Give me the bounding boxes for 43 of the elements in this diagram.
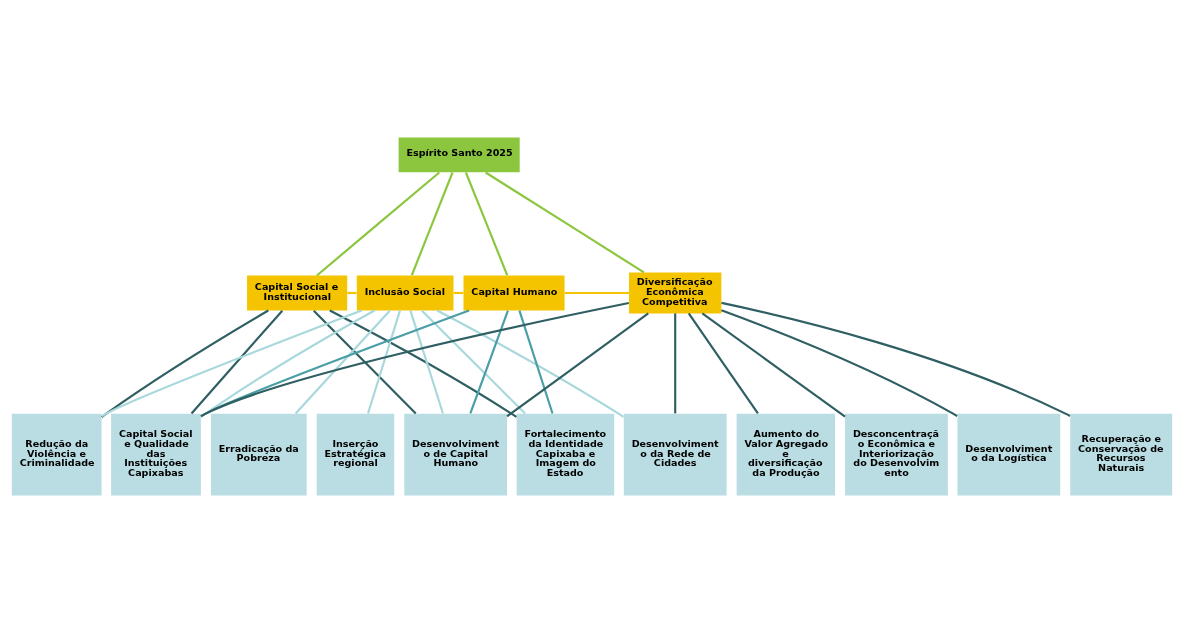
connector xyxy=(200,308,470,417)
node-box: Redução da Violência e Criminalidade xyxy=(11,413,102,495)
connector xyxy=(506,312,649,417)
connector xyxy=(485,171,645,273)
node-box: Erradicação da Pobreza xyxy=(210,413,307,495)
node-box: Recuperação e Conservação de Recursos Naturais xyxy=(1070,413,1173,495)
node-box: Inserção Estratégica regional xyxy=(316,413,395,495)
connector xyxy=(101,308,362,417)
node-box: Desenvolvimento da Rede de Cidades xyxy=(623,413,727,495)
node-box: Espírito Santo 2025 xyxy=(398,137,520,172)
node-box: Inclusão Social xyxy=(356,275,454,310)
connector xyxy=(200,309,376,418)
connector xyxy=(518,309,554,414)
connector xyxy=(101,309,269,418)
connector xyxy=(564,291,629,294)
node-box: Fortalecimento da Identidade Capixaba e Imagem do Estado xyxy=(516,413,615,495)
connector xyxy=(366,309,401,414)
node-box: Desenvolvimento da Logística xyxy=(957,413,1061,495)
node-box: Capital Social e Qualidade das Instituições Capixabas xyxy=(111,413,201,495)
connector xyxy=(701,312,846,417)
node-box: Desconcentração Econômica e Interiorização do Desenvolvimento xyxy=(845,413,948,495)
node-box: Capital Social e Institucional xyxy=(247,275,348,310)
connector xyxy=(687,312,759,414)
connector xyxy=(674,312,677,413)
connector xyxy=(421,309,526,414)
node-box: Capital Humano xyxy=(463,275,565,310)
node-box: Aumento do Valor Agregado e diversificação da Produção xyxy=(736,413,836,495)
connector xyxy=(316,171,440,276)
connector xyxy=(409,309,444,414)
connector xyxy=(721,301,1071,417)
connector xyxy=(469,309,509,414)
connector xyxy=(294,309,391,414)
connector xyxy=(410,171,454,276)
connector xyxy=(200,301,629,417)
connector xyxy=(721,308,958,417)
connector xyxy=(190,309,284,414)
node-box: Desenvolvimento de Capital Humano xyxy=(404,413,508,495)
node-box: Diversificação Econômica Competitiva xyxy=(629,272,722,313)
connector xyxy=(464,171,509,276)
connector xyxy=(329,309,518,418)
connector xyxy=(313,309,417,414)
connector xyxy=(436,309,625,418)
connector xyxy=(347,291,357,294)
